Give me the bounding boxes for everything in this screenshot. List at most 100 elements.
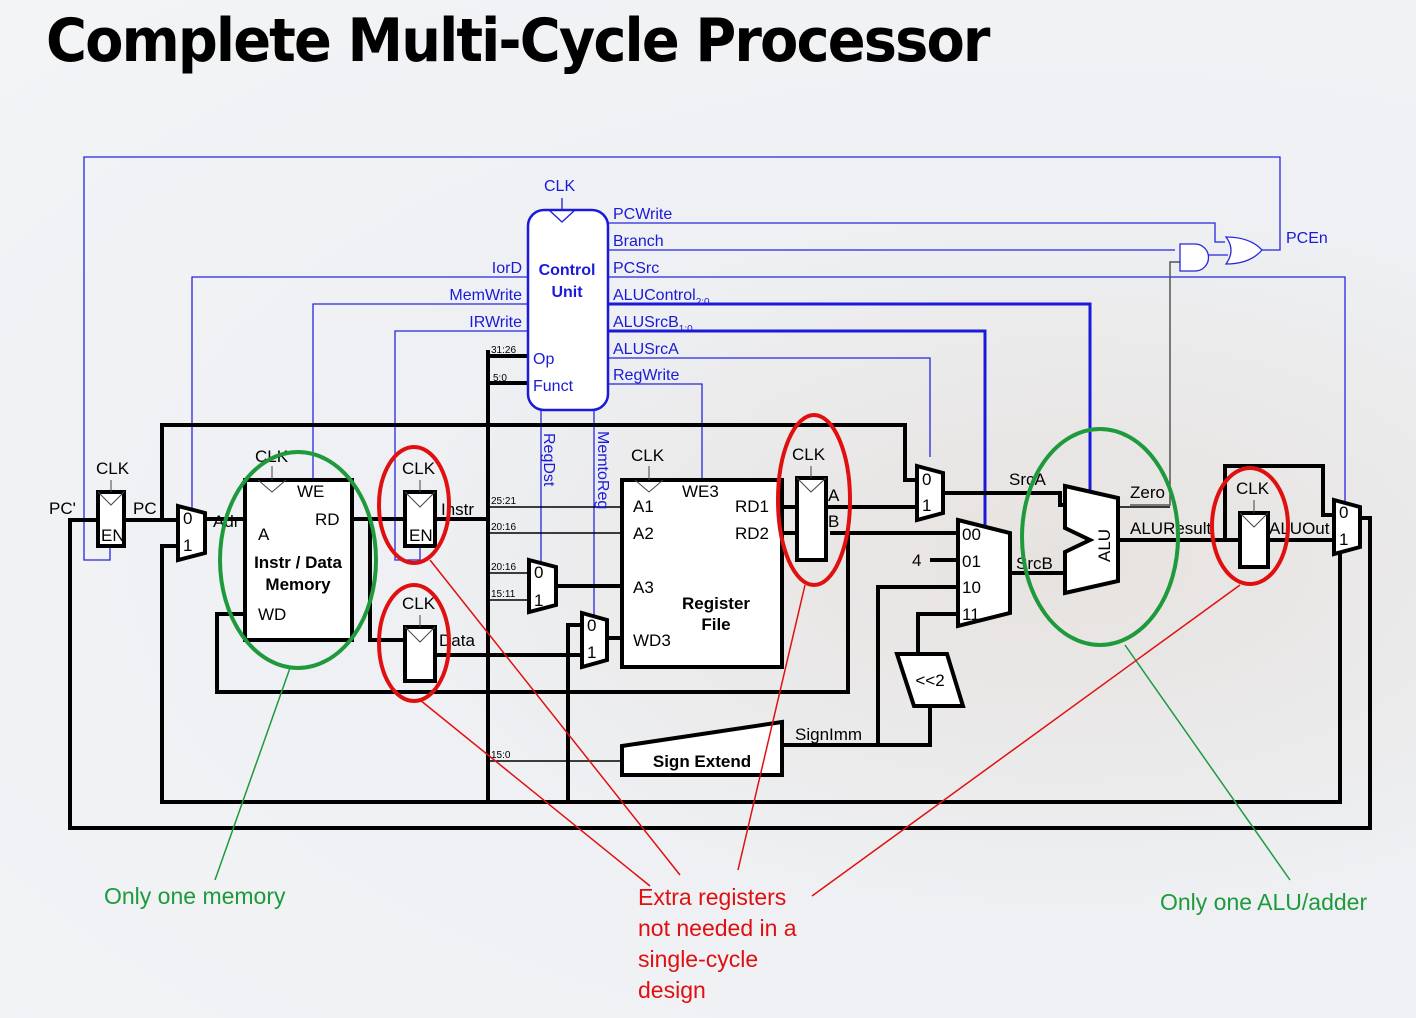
pcsrc-mux-in0: 0	[1339, 503, 1348, 522]
instr-reg-highlight	[377, 445, 451, 565]
memtoreg-label: MemtoReg	[594, 431, 611, 509]
or-gate	[1224, 236, 1263, 265]
a-label: A	[828, 486, 840, 505]
op-label: Op	[533, 351, 554, 368]
regwrite-label: RegWrite	[613, 367, 679, 384]
ab-reg-highlight	[776, 413, 852, 587]
we3-label: WE3	[682, 482, 719, 501]
a1-label: A1	[633, 497, 654, 516]
pcnext-wire	[68, 516, 1372, 830]
srcb-mux-in00: 00	[962, 525, 981, 544]
clock-icon	[404, 491, 436, 508]
clock-icon	[257, 479, 287, 493]
ab-clk-label: CLK	[792, 445, 826, 464]
bit-field-labels: 25:21 20:16 20:16 15:11 15:0	[491, 496, 516, 761]
instr-clk-label: CLK	[402, 459, 436, 478]
rs-bits: 25:21	[491, 496, 516, 507]
pcwrite-label: PCWrite	[613, 206, 672, 223]
pcen-wire	[83, 156, 1281, 561]
memwrite-wire	[312, 303, 528, 480]
alusrcb-wire	[608, 329, 987, 526]
instr-field-wires	[488, 506, 1170, 762]
alu-label: ALU	[1095, 529, 1114, 562]
rt2-bits: 20:16	[491, 562, 516, 573]
srcb-mux-in10: 10	[962, 578, 981, 597]
page-title: Complete Multi-Cycle Processor	[46, 6, 990, 76]
srca-mux-in0: 0	[922, 470, 931, 489]
irwrite-label: IRWrite	[469, 314, 522, 331]
pcsrc-mux: 0 1	[1332, 497, 1362, 557]
sign-extend-label: Sign Extend	[653, 752, 751, 771]
srcb-mux-in01: 01	[962, 552, 981, 571]
pcsrc-wire	[608, 276, 1346, 505]
clock-icon	[1239, 512, 1269, 528]
memtoreg-mux-in0: 0	[587, 616, 596, 635]
ab-register: CLK A B	[792, 445, 840, 562]
registers-note-line-4: design	[638, 977, 706, 1003]
instr-en-label: EN	[409, 526, 433, 545]
shift-label: <<2	[915, 671, 944, 690]
alu: ALU Zero ALUResult	[1063, 483, 1212, 596]
instr-data-memory: CLK WE A RD WD Instr / Data Memory	[243, 447, 354, 642]
pc-register: CLK EN PC' PC	[49, 459, 157, 548]
memory-label-1: Instr / Data	[254, 553, 342, 572]
regdst-mux: 0 1	[527, 557, 558, 615]
memwrite-label: MemWrite	[449, 287, 522, 304]
regdst-mux-in1: 1	[534, 591, 543, 610]
registers-note-line-2: not needed in a	[638, 915, 797, 941]
pcen-label: PCEn	[1286, 230, 1328, 247]
control-unit-label-2: Unit	[551, 284, 583, 301]
memory-a-label: A	[258, 525, 270, 544]
zero-label: Zero	[1130, 483, 1165, 502]
rt-bits: 20:16	[491, 522, 516, 533]
control-unit-label-1: Control	[539, 262, 596, 279]
data-label: Data	[439, 631, 475, 650]
srca-label: SrcA	[1009, 470, 1047, 489]
pcwrite-wire	[608, 222, 1225, 243]
alu-note: Only one ALU/adder	[1160, 889, 1367, 915]
adr-mux-in1: 1	[183, 536, 192, 555]
irwrite-wire	[394, 330, 528, 561]
clock-icon	[548, 209, 576, 223]
iord-label: IorD	[492, 260, 522, 277]
clock-icon	[404, 626, 436, 643]
adr-mux-in0: 0	[183, 509, 192, 528]
funct-label: Funct	[533, 378, 574, 395]
pc-label: PC	[133, 499, 157, 518]
a3-label: A3	[633, 578, 654, 597]
signimm-label: SignImm	[795, 725, 862, 744]
const-four: 4	[912, 551, 921, 570]
control-clk-label: CLK	[544, 178, 575, 195]
regwrite-wire	[608, 383, 703, 480]
register-file: CLK WE3 A1 A2 A3 WD3 RD1 RD2 Register Fi…	[620, 446, 784, 669]
and-gate	[1179, 243, 1210, 272]
alucontrol-label: ALUControl2:0	[613, 287, 710, 308]
memory-label-2: Memory	[265, 575, 331, 594]
alusrca-label: ALUSrcA	[613, 341, 679, 358]
imm-bits: 15:0	[491, 750, 511, 761]
registers-note-line-3: single-cycle	[638, 946, 758, 972]
regfile-clk-label: CLK	[631, 446, 665, 465]
regfile-label-2: File	[701, 615, 730, 634]
memory-we-label: WE	[297, 482, 324, 501]
alu-highlight	[1020, 427, 1180, 647]
aluout-label: ALUOut	[1269, 519, 1330, 538]
registers-note-line-1: Extra registers	[638, 884, 786, 910]
clock-icon	[634, 479, 664, 493]
regdst-mux-in0: 0	[534, 563, 543, 582]
instr-register: CLK EN Instr	[402, 459, 474, 548]
branch-label: Branch	[613, 233, 664, 250]
srcb-mux: 00 01 10 11 4 SrcB	[912, 517, 1053, 629]
pc-clk-label: CLK	[96, 459, 130, 478]
op-bits-label: 31:26	[491, 345, 516, 356]
memory-highlight	[218, 450, 378, 670]
regdst-label: RegDst	[540, 433, 557, 487]
memory-rd-label: RD	[315, 510, 340, 529]
aluout-reg-highlight	[1210, 466, 1290, 586]
alusrcb-label: ALUSrcB1:0	[613, 314, 693, 335]
pc-en-label: EN	[101, 526, 125, 545]
memtoreg-mux: 0 1	[580, 610, 609, 670]
data-register: CLK Data	[402, 594, 475, 683]
pcsrc-mux-in1: 1	[1339, 530, 1348, 549]
wd3-label: WD3	[633, 631, 671, 650]
